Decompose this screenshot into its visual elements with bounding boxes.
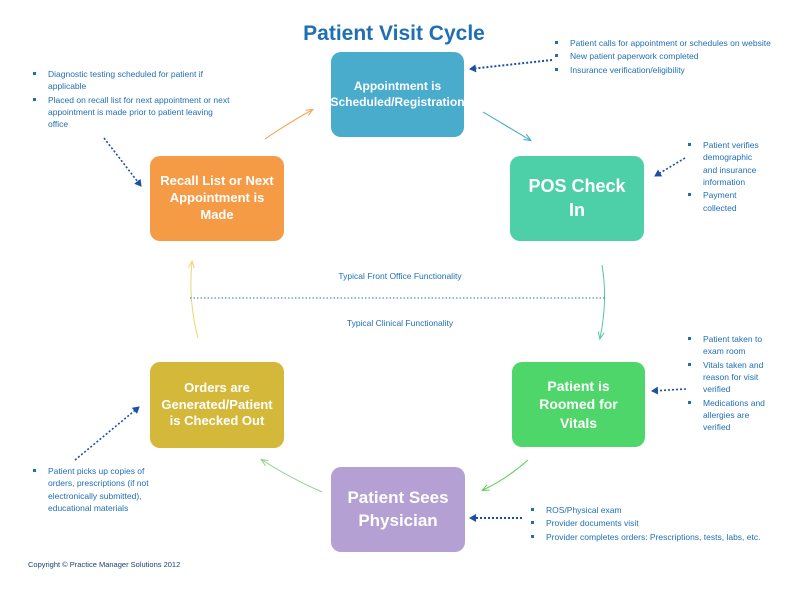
node-pos-check-in-label: POS Check In <box>528 176 626 220</box>
front-office-functionality-label: Typical Front Office Functionality <box>338 271 462 281</box>
arrow-appointment-to-pos <box>482 111 530 140</box>
node-appointment-label: Appointment is Scheduled/Registration <box>330 78 465 109</box>
copyright-notice: Copyright © Practice Manager Solutions 2… <box>28 560 181 569</box>
node-recall-list: Recall List or Next Appointment is Made <box>150 156 284 241</box>
arrow-physician-to-orders <box>262 460 323 493</box>
note-patient-roomed: Patient taken to exam room Vitals taken … <box>687 333 767 435</box>
note-item: Vitals taken and reason for visit verifi… <box>687 359 767 396</box>
note-item: Payment collected <box>687 189 767 214</box>
note-item: Placed on recall list for next appointme… <box>32 94 232 131</box>
note-patient-sees-physician: ROS/Physical exam Provider documents vis… <box>530 504 780 544</box>
connector-pos-note <box>654 157 686 177</box>
note-item: Provider completes orders: Prescriptions… <box>530 531 780 543</box>
arrow-pos-to-roomed <box>600 264 606 338</box>
node-patient-roomed-label: Patient is Roomed for Vitals <box>539 378 618 431</box>
note-recall-list: Diagnostic testing scheduled for patient… <box>32 68 232 132</box>
arrow-orders-to-recall <box>191 262 199 339</box>
clinical-functionality-label: Typical Clinical Functionality <box>346 318 454 328</box>
note-item: Provider documents visit <box>530 517 780 529</box>
note-item: Diagnostic testing scheduled for patient… <box>32 68 232 93</box>
note-appointment: Patient calls for appointment or schedul… <box>554 37 774 77</box>
note-item: Medications and allergies are verified <box>687 397 767 434</box>
note-orders-generated: Patient picks up copies of orders, presc… <box>32 465 162 515</box>
note-item: Patient verifies demographic and insuran… <box>687 139 767 188</box>
note-item: New patient paperwork completed <box>554 50 774 62</box>
connector-orders-note <box>74 406 140 461</box>
connector-recall-note <box>103 137 142 187</box>
diagram-title: Patient Visit Cycle <box>303 22 485 45</box>
node-patient-sees-physician-label: Patient Sees Physician <box>347 488 449 530</box>
node-recall-list-label: Recall List or Next Appointment is Made <box>160 173 274 222</box>
node-patient-roomed: Patient is Roomed for Vitals <box>512 362 645 447</box>
note-pos-check-in: Patient verifies demographic and insuran… <box>687 139 767 215</box>
connector-roomed-note <box>651 386 687 395</box>
note-item: ROS/Physical exam <box>530 504 780 516</box>
note-item: Patient taken to exam room <box>687 333 767 358</box>
node-orders-generated-label: Orders are Generated/Patient is Checked … <box>161 379 273 429</box>
node-orders-generated: Orders are Generated/Patient is Checked … <box>150 362 284 448</box>
note-item: Insurance verification/eligibility <box>554 64 774 76</box>
node-appointment-scheduled: Appointment is Scheduled/Registration <box>330 52 465 137</box>
arrow-roomed-to-physician <box>483 459 529 490</box>
node-pos-check-in: POS Check In <box>510 156 644 241</box>
connector-appointment-note <box>469 59 553 73</box>
node-patient-sees-physician: Patient Sees Physician <box>331 467 465 552</box>
note-item: Patient picks up copies of orders, presc… <box>32 465 162 514</box>
arrow-recall-to-appointment <box>264 110 312 140</box>
note-item: Patient calls for appointment or schedul… <box>554 37 774 49</box>
